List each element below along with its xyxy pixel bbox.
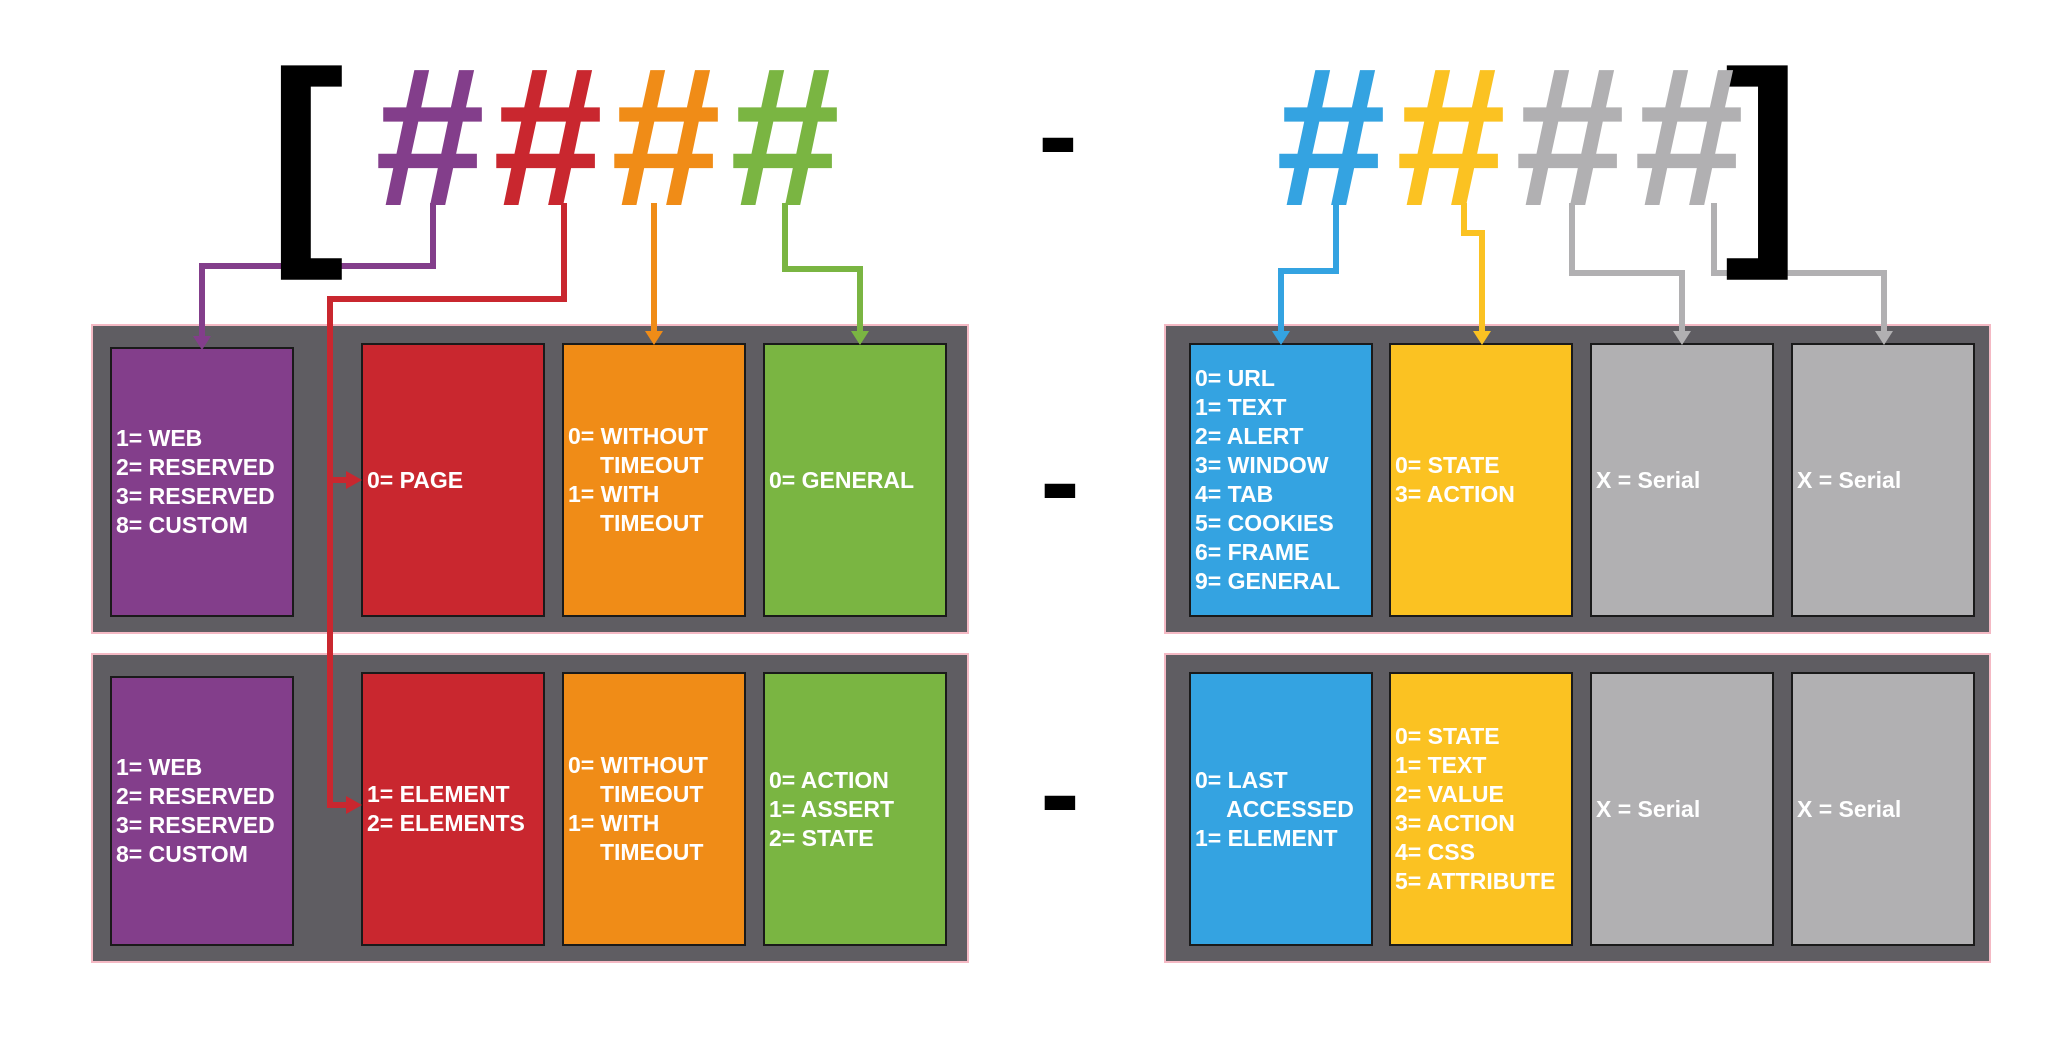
purple-connector (199, 203, 436, 336)
gray-connector-1 (1569, 203, 1685, 331)
digit-6-hash-icon: # (1393, 26, 1503, 247)
red-connector (327, 203, 567, 808)
row-2-right-box-2 (1389, 672, 1573, 946)
blue-connector (1278, 203, 1339, 331)
boxes-layer (110, 343, 1975, 946)
digit-2-hash-icon: # (490, 26, 600, 247)
row-1-separator: - (1040, 414, 1080, 548)
purple-arrow-icon (193, 336, 211, 350)
gray-connector-2 (1711, 203, 1887, 331)
digit-1-hash-icon: # (372, 26, 482, 247)
row-1-left-box-4 (763, 343, 947, 617)
header-separator: - (1038, 68, 1078, 202)
digit-8-hash-icon: # (1631, 26, 1741, 247)
row-1-right-box-4 (1791, 343, 1975, 617)
orange-arrow-icon (645, 331, 663, 345)
row-2-right-box-1 (1189, 672, 1373, 946)
row-1-right-box-2 (1389, 343, 1573, 617)
row-1-left-box-3 (562, 343, 746, 617)
digit-3-hash-icon: # (608, 26, 718, 247)
red-arrow-lower-icon (346, 796, 362, 814)
yellow-arrow-icon (1473, 331, 1491, 345)
row-separators: - - (1040, 414, 1080, 860)
digit-7-hash-icon: # (1512, 26, 1622, 247)
row-1-right-box-1 (1189, 343, 1373, 617)
connectors-layer (193, 203, 1893, 814)
row-2-right-box-4 (1791, 672, 1975, 946)
green-arrow-icon (851, 331, 869, 345)
row-2-left-box-3 (562, 672, 746, 946)
row-2-left-box-1 (110, 676, 294, 946)
row-1-left-box-1 (110, 347, 294, 617)
row-2-separator: - (1040, 726, 1080, 860)
blue-arrow-icon (1272, 331, 1290, 345)
gray-arrow-2-icon (1875, 331, 1893, 345)
open-bracket: [ (268, 24, 345, 281)
red-arrow-upper-icon (346, 471, 362, 489)
row-1-left-box-2 (361, 343, 545, 617)
row-2-left-box-4 (763, 672, 947, 946)
row-2-right-box-3 (1590, 672, 1774, 946)
digit-4-hash-icon: # (727, 26, 837, 247)
green-connector (782, 203, 863, 331)
close-bracket: ] (1724, 24, 1801, 281)
digit-hashes: ######## (372, 26, 1741, 247)
code-pattern-header: [ ] - ######## (268, 24, 1801, 281)
gray-arrow-1-icon (1673, 331, 1691, 345)
row-1-right-box-3 (1590, 343, 1774, 617)
digit-5-hash-icon: # (1273, 26, 1383, 247)
row-2-left-box-2 (361, 672, 545, 946)
yellow-connector (1461, 203, 1485, 331)
